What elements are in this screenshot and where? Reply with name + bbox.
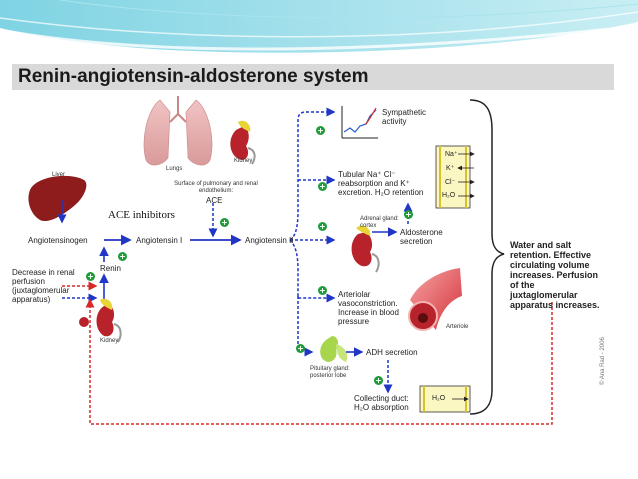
aldosterone-secretion-label: Aldosterone secretion [400,228,443,246]
adh-secretion-label: ADH secretion [366,348,418,357]
endothelium-label: Surface of pulmonary and renal endotheli… [174,181,258,194]
sympathetic-graph-icon [341,106,378,139]
plus-icon: + [318,286,327,295]
water-salt-retention-label: Water and salt retention. Effective circ… [510,240,600,310]
feedback-loop [85,298,553,425]
renin-label: Renin [100,264,121,273]
tubular-reabsorption-label: Tubular Na⁺ Cl⁻ reabsorption and K⁺ excr… [338,170,424,197]
plus-icon: + [118,252,127,261]
adrenal-gland-label: Adrenal gland: cortex [360,216,399,229]
decrease-perfusion-label: Decrease in renal perfusion (juxtaglomer… [12,268,75,304]
kidney-top-label: Kidney [234,158,253,164]
plus-icon: + [220,218,229,227]
angiotensinogen-label: Angiotensinogen [28,236,88,245]
adrenal-kidney-icon [351,225,380,273]
plus-icon: + [318,222,327,231]
h2o-box-label: H₂O [432,395,446,402]
kidney-top-icon [230,120,256,165]
title-panel [12,64,614,90]
ion-h2o: H₂O [442,192,456,199]
plus-icon: + [404,210,413,219]
arteriolar-vasoconstriction-label: Arteriolar vasoconstriction. Increase in… [338,290,399,326]
arteriole-label: Arteriole [446,324,469,330]
summary-bracket [469,99,505,415]
ion-cl: Cl⁻ [445,179,456,186]
angiotensin-ii-label: Angiotensin II [245,236,294,245]
arteriole-icon [408,268,462,331]
kidney-bottom-label: Kidney [100,338,119,344]
kidney-bottom-icon [96,298,122,343]
ion-na: Na⁺ [445,151,458,158]
lungs-label: Lungs [166,166,183,172]
plus-icon: + [316,126,325,135]
plus-icon: + [374,376,383,385]
ion-k: K⁺ [446,165,455,172]
credit-text: © Ana Rad - 2006 [600,337,606,385]
pituitary-label: Pituitary gland: posterior lobe [310,366,350,379]
liver-icon [28,175,87,224]
plus-icon: + [86,272,95,281]
plus-icon: + [318,182,327,191]
header-banner [0,0,638,53]
liver-label: Liver [52,172,66,178]
page-title: Renin-angiotensin-aldosterone system [18,66,369,87]
lungs-icon [143,96,213,166]
ion-exchange-box [435,145,475,209]
pituitary-gland-icon [320,336,348,362]
plus-icon: + [296,344,305,353]
collecting-duct-label: Collecting duct: H₂O absorption [354,394,409,412]
sympathetic-activity-label: Sympathetic activity [382,108,427,126]
angiotensin-i-label: Angiotensin I [136,236,183,245]
ace-inhibitors-label: ACE inhibitors [108,209,175,221]
h2o-absorption-box [419,385,471,413]
ace-label: ACE [206,196,223,205]
